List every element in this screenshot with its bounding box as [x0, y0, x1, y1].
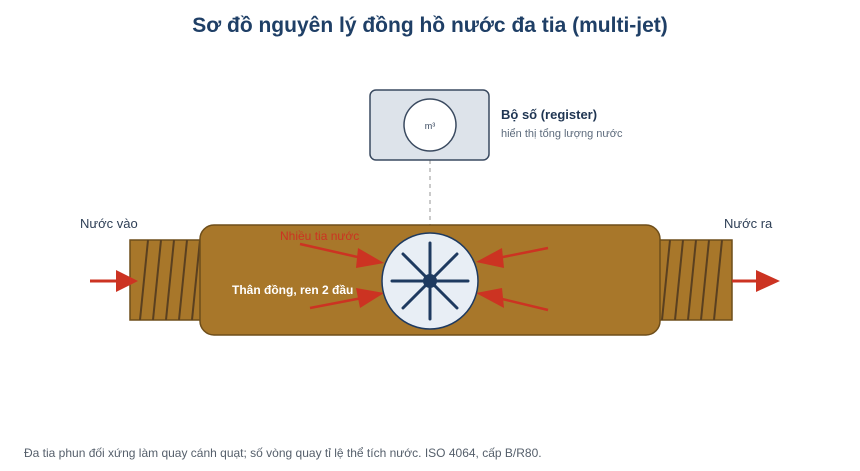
- jet-arrow-right-bottom: [476, 288, 549, 312]
- register-subtitle: hiển thị tổng lượng nước: [501, 128, 623, 140]
- jets-label: Nhiều tia nước: [280, 229, 360, 243]
- register-dial: [403, 98, 457, 152]
- outlet-thread: [649, 239, 733, 321]
- body-label: Thân đồng, ren 2 đầu: [232, 283, 354, 297]
- inlet-thread: [129, 239, 211, 321]
- impeller-hub: [423, 274, 437, 288]
- diagram-title: Sơ đồ nguyên lý đồng hồ nước đa tia (mul…: [192, 14, 668, 37]
- register-unit: m³: [425, 121, 436, 131]
- outlet-label: Nước ra: [724, 216, 773, 231]
- outlet-arrow: [732, 270, 780, 292]
- jet-arrow-left-top: [299, 242, 384, 268]
- footer-note: Đa tia phun đối xứng làm quay cánh quạt;…: [24, 446, 542, 460]
- inlet-arrow: [90, 270, 138, 292]
- jet-arrow-right-top: [476, 246, 549, 268]
- register-title: Bộ số (register): [501, 107, 598, 122]
- inlet-label: Nước vào: [80, 216, 138, 231]
- jet-arrow-left-bottom: [309, 288, 384, 310]
